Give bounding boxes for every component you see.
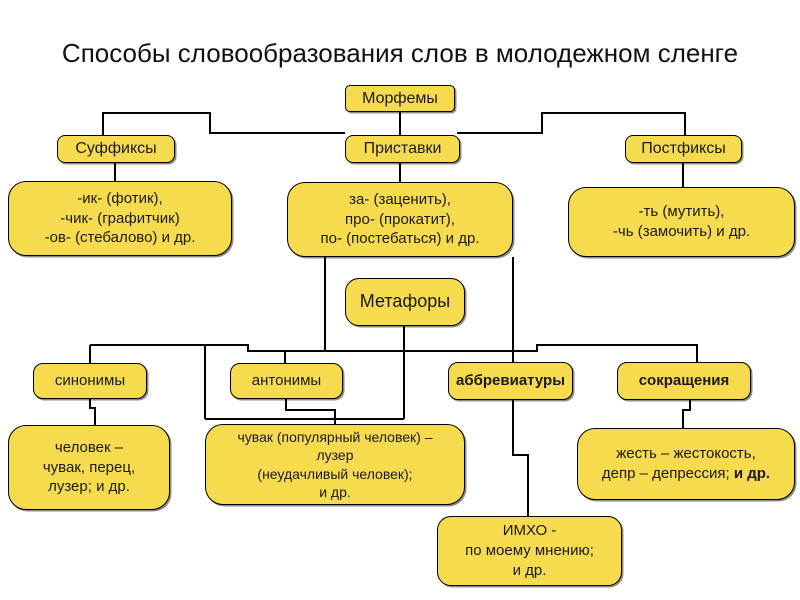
node-postfiksy-examples-text: -чь (замочить) и др. — [612, 223, 751, 240]
node-pristavki: Приставки — [345, 135, 460, 163]
node-sinonimy-examples-text: чувак, перец, — [42, 458, 136, 476]
node-imho-examples-line: по моему мнению; — [465, 541, 594, 561]
node-metafory-line: Метафоры — [360, 290, 450, 314]
node-imho-examples-line: ИМХО - — [503, 521, 557, 541]
node-suffiksy-text: Суффиксы — [75, 140, 157, 158]
node-sinonimy-examples-line: чувак, перец, — [43, 458, 135, 478]
node-antonimy-line: антонимы — [252, 371, 321, 391]
node-pristavki-examples-text: по- (постебаться) и др. — [320, 230, 480, 248]
node-sokrashcheniya-examples-line: депр – депрессия; и др. — [602, 464, 770, 484]
page-title: Способы словообразования слов в молодежн… — [61, 38, 739, 68]
node-pristavki-examples-text: про- (прокатит), — [345, 210, 455, 228]
node-antonimy-examples: чувак (популярный человек) – лузер(неудач… — [205, 424, 465, 505]
connector-lower-bus — [90, 344, 698, 362]
node-antonimy-examples-text: (неудачливый человек); — [257, 465, 413, 482]
node-morfemy-text: Морфемы — [362, 89, 438, 107]
node-antonimy-examples-line: чувак (популярный человек) – — [238, 428, 433, 446]
node-sokrashcheniya-line: сокращения — [639, 371, 730, 391]
node-suffiksy-examples-line: -ов- (стебалово) и др. — [45, 228, 196, 248]
node-pristavki-examples-line: за- (заценить), — [349, 190, 451, 210]
node-antonimy-examples-text: чувак (популярный человек) – — [237, 428, 433, 445]
node-metafory-text: Метафоры — [359, 291, 451, 312]
node-abbreviatury-line: аббревиатуры — [456, 371, 565, 391]
node-suffiksy: Суффиксы — [57, 135, 175, 163]
node-postfiksy-examples-text: -ть (мутить), — [638, 203, 725, 221]
node-antonimy-text: антонимы — [251, 372, 322, 390]
node-sinonimy-examples-text: лузер; и др. — [48, 478, 130, 496]
node-pristavki-examples-text: за- (заценить), — [349, 190, 451, 208]
node-abbreviatury-text: аббревиатуры — [456, 372, 565, 390]
node-pristavki-line: Приставки — [364, 138, 442, 159]
node-sinonimy-examples: человек – чувак, перец, лузер; и др. — [8, 425, 170, 510]
node-sokrashcheniya-examples-text: и др. — [733, 465, 771, 482]
node-metafory: Метафоры — [345, 278, 465, 326]
node-antonimy-examples-text: и др. — [319, 483, 351, 500]
node-sokrashcheniya-examples: жесть – жестокость,депр – депрессия; и д… — [577, 428, 795, 500]
connector-sinonimy-to-chelovek — [89, 398, 96, 425]
node-pristavki-text: Приставки — [363, 140, 442, 158]
node-postfiksy-examples-line: -чь (замочить) и др. — [613, 222, 750, 242]
node-antonimy-examples-line: и др. — [319, 483, 351, 501]
node-sinonimy-examples-line: лузер; и др. — [48, 477, 130, 497]
connector-postfiksy-elbow — [457, 112, 686, 135]
node-postfiksy-examples-line: -ть (мутить), — [639, 202, 725, 222]
node-sokrashcheniya-examples-text: жесть – жестокость, — [616, 445, 756, 463]
node-sinonimy: синонимы — [33, 363, 147, 399]
node-suffiksy-examples: -ик- (фотик), -чик- (графитчик) -ов- (стеб… — [8, 181, 232, 256]
connector-pristavki-ex-down-to-imho — [512, 257, 529, 516]
node-sokrashcheniya-text: сокращения — [638, 372, 730, 390]
node-abbreviatury: аббревиатуры — [448, 362, 573, 400]
node-postfiksy-line: Постфиксы — [641, 138, 726, 159]
node-sinonimy-text: синонимы — [54, 372, 126, 390]
node-suffiksy-examples-line: -чик- (графитчик) — [60, 209, 179, 229]
node-postfiksy: Постфиксы — [625, 135, 742, 163]
node-suffiksy-examples-text: -ов- (стебалово) и др. — [44, 229, 196, 247]
node-pristavki-examples-line: про- (прокатит), — [345, 210, 455, 230]
node-antonimy-examples-text: лузер — [316, 447, 354, 464]
node-pristavki-examples-line: по- (постебаться) и др. — [320, 229, 479, 249]
node-suffiksy-line: Суффиксы — [75, 138, 156, 159]
node-morfemy: Морфемы — [345, 85, 455, 112]
node-imho-examples-line: и др. — [513, 561, 547, 581]
node-postfiksy-text: Постфиксы — [641, 140, 726, 158]
connector-suffiksy-elbow — [102, 112, 345, 135]
node-suffiksy-examples-text: -чик- (графитчик) — [60, 209, 180, 227]
node-postfiksy-examples: -ть (мутить), -чь (замочить) и др. — [568, 187, 795, 257]
node-imho-examples-text: по моему мнению; — [465, 542, 594, 560]
node-morfemy-line: Морфемы — [362, 88, 438, 109]
node-sinonimy-examples-text: человек – — [54, 438, 124, 456]
node-imho-examples-text: ИМХО - — [502, 522, 557, 540]
node-suffiksy-examples-line: -ик- (фотик), — [77, 189, 162, 209]
node-sokrashcheniya-examples-line: жесть – жестокость, — [616, 444, 756, 464]
node-sinonimy-line: синонимы — [55, 371, 125, 391]
node-pristavki-examples: за- (заценить), про- (прокатит), по- (пост… — [287, 182, 513, 257]
node-antonimy-examples-line: лузер — [316, 446, 353, 464]
node-sokrashcheniya: сокращения — [617, 362, 751, 400]
connector-antonimy-to-chuvak — [285, 398, 336, 424]
connector-sokrashcheniya-to-zhest — [682, 398, 691, 428]
node-sokrashcheniya-examples-text: депр – депрессия; — [601, 465, 734, 482]
node-sinonimy-examples-line: человек – — [55, 438, 123, 458]
node-suffiksy-examples-text: -ик- (фотик), — [77, 189, 163, 207]
node-antonimy-examples-line: (неудачливый человек); — [257, 465, 412, 483]
node-imho-examples-text: и др. — [512, 561, 547, 579]
node-antonimy: антонимы — [230, 363, 343, 399]
node-imho-examples: ИМХО - по моему мнению;и др. — [437, 516, 622, 586]
